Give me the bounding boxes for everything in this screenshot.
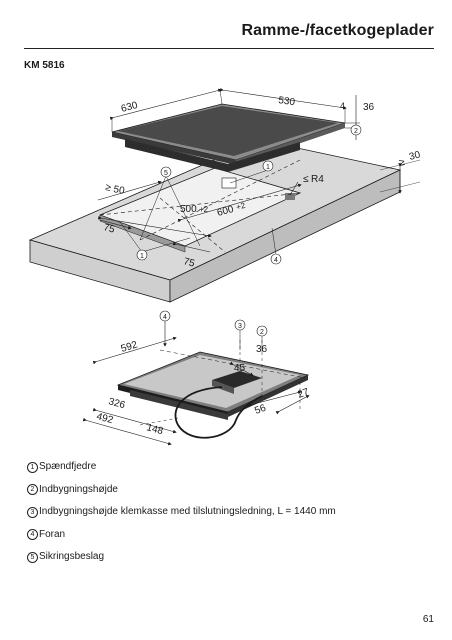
le-r4: ≤	[303, 174, 309, 185]
dim-600: 600	[216, 204, 235, 219]
dim-492: 492	[95, 411, 114, 426]
ge-30: ≥	[398, 157, 406, 169]
dim-50: 50	[112, 184, 125, 197]
callout-2-bottom: 2	[260, 329, 264, 336]
legend-text: Sikringsbeslag	[39, 551, 105, 562]
dim-530: 530	[278, 95, 296, 108]
hob-bottom	[116, 351, 310, 420]
dim-36-bottom: 36	[256, 344, 268, 355]
dim-148: 148	[145, 422, 164, 437]
dim-45: 45	[234, 363, 246, 374]
bottom-diagram: 592 36 45 326 492 148 56 27 4 3 2	[82, 310, 311, 446]
callout-5: 5	[164, 170, 168, 177]
dim-600-tol: +2	[235, 201, 247, 212]
callout-1-bottom: 1	[140, 253, 144, 260]
callout-4-top: 4	[274, 257, 278, 264]
legend-item: 1 Spændfjedre	[27, 456, 336, 479]
dim-27: 27	[296, 387, 311, 401]
legend-number: 2	[27, 484, 38, 496]
legend-number: 1	[27, 461, 38, 473]
callout-2-top: 2	[354, 128, 358, 135]
model-label: KM 5816	[24, 60, 65, 71]
dim-75-left: 75	[102, 222, 116, 235]
legend: 1 Spændfjedre 2 Indbygningshøjde 3 Indby…	[27, 456, 336, 569]
legend-number: 4	[27, 529, 38, 541]
dim-56: 56	[253, 403, 268, 417]
legend-item: 3 Indbygningshøjde klemkasse med tilslut…	[27, 501, 336, 524]
legend-number: 3	[27, 506, 38, 518]
page-number: 61	[422, 614, 434, 625]
dim-592: 592	[120, 339, 140, 355]
legend-text: Foran	[39, 528, 66, 540]
dim-326: 326	[107, 396, 126, 411]
top-diagram: 630 530 4 36 30 ≥ ≥ 50 500 +2 600 +2 75 …	[28, 87, 422, 303]
dim-500-tol: +2	[199, 205, 209, 214]
ge-50: ≥	[104, 182, 112, 194]
legend-text: Indbygningshøjde klemkasse med tilslutni…	[39, 506, 336, 517]
legend-item: 5 Sikringsbeslag	[27, 546, 336, 569]
legend-item: 2 Indbygningshøjde	[27, 479, 336, 502]
callout-1-top: 1	[266, 164, 270, 171]
legend-text: Spændfjedre	[39, 461, 97, 472]
callout-3: 3	[238, 323, 242, 330]
dim-4: 4	[340, 101, 345, 111]
callout-4-bottom: 4	[163, 314, 167, 321]
dim-36: 36	[363, 102, 375, 113]
dim-r4: R4	[311, 174, 324, 185]
legend-text: Indbygningshøjde	[39, 483, 118, 495]
dim-630: 630	[120, 100, 139, 115]
page-title: Ramme-/facetkogeplader	[241, 22, 434, 39]
power-cable	[174, 386, 263, 439]
legend-number: 5	[27, 551, 38, 563]
clip-bracket	[221, 177, 237, 189]
legend-item: 4 Foran	[27, 524, 336, 547]
dim-75-front: 75	[182, 256, 196, 269]
dim-500: 500	[180, 204, 197, 215]
header-rule	[24, 48, 434, 49]
dim-30: 30	[408, 149, 422, 162]
